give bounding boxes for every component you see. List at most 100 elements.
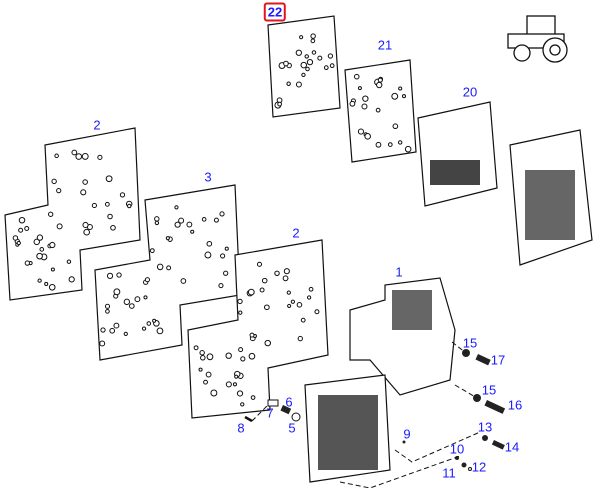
- plate-hole: [295, 81, 302, 88]
- plate-hole: [174, 205, 179, 210]
- callout-22-highlighted[interactable]: 22: [263, 2, 287, 22]
- plate-hole: [106, 272, 114, 280]
- plate-hole: [193, 345, 199, 351]
- callout-15-lower[interactable]: 15: [481, 382, 497, 398]
- plate-hole: [152, 318, 157, 323]
- plate-holes: [274, 33, 335, 109]
- plate-hole: [376, 81, 383, 89]
- plate-hole: [104, 303, 111, 309]
- plate-hole: [80, 189, 87, 196]
- plate-hole: [404, 145, 412, 153]
- plate-hole: [361, 103, 368, 110]
- plate-hole: [300, 317, 306, 323]
- plate-hole: [174, 221, 181, 228]
- plate-hole: [116, 272, 122, 278]
- plate-hole: [232, 382, 237, 387]
- callout-16[interactable]: 16: [507, 397, 523, 413]
- plate-hole: [357, 128, 365, 135]
- plate-hole: [206, 353, 214, 361]
- callout-14[interactable]: 14: [504, 439, 520, 455]
- callout-13[interactable]: 13: [477, 419, 493, 435]
- plate-holes: [12, 216, 75, 291]
- plate-hole: [203, 379, 208, 385]
- plate-hole: [398, 86, 403, 91]
- plate-hole: [224, 246, 229, 251]
- plate-hole: [39, 247, 45, 252]
- plate-hole: [219, 211, 225, 217]
- plate-hole: [51, 178, 57, 185]
- plate-hole: [113, 322, 120, 329]
- tractor-icon: [507, 15, 568, 63]
- callout-12[interactable]: 12: [471, 459, 487, 475]
- callout-21[interactable]: 21: [377, 37, 393, 53]
- plate-hole: [154, 216, 160, 222]
- callout-10[interactable]: 10: [449, 441, 465, 457]
- plate-holes: [47, 149, 133, 236]
- callout-20[interactable]: 20: [462, 84, 478, 100]
- plate-hole: [397, 140, 403, 145]
- callout-5[interactable]: 5: [288, 420, 296, 436]
- plate-hole: [205, 371, 212, 378]
- plate-hole: [123, 298, 131, 306]
- plate-hole: [263, 304, 270, 311]
- plate-hole: [113, 288, 121, 296]
- callout-7[interactable]: 7: [266, 405, 274, 421]
- plate-hole: [327, 53, 334, 59]
- callout-1[interactable]: 1: [395, 264, 403, 280]
- plate-hole: [310, 38, 316, 44]
- callout-2-left[interactable]: 2: [93, 117, 101, 133]
- plate-hole: [83, 228, 91, 236]
- plate-hole: [234, 374, 239, 379]
- plate-hole: [323, 65, 329, 71]
- plate-hole: [317, 55, 323, 61]
- plate-hole: [305, 66, 310, 72]
- plate-hole: [206, 240, 213, 247]
- plate-hole: [186, 221, 193, 228]
- plate-hole: [18, 216, 26, 224]
- plate-hole: [24, 226, 30, 232]
- plate-hole: [213, 217, 219, 223]
- callout-9[interactable]: 9: [403, 426, 411, 442]
- plate-hole: [306, 59, 314, 66]
- plate-hole: [329, 63, 335, 69]
- plate-hole: [154, 220, 160, 226]
- plate-hole: [128, 303, 135, 309]
- callout-2-right[interactable]: 2: [292, 225, 300, 241]
- plate-hole: [127, 203, 132, 209]
- plate-hole: [401, 94, 407, 99]
- plate-hole: [362, 95, 369, 102]
- plate-hole: [16, 240, 21, 246]
- plate-hole: [24, 260, 30, 266]
- plate-hole: [290, 299, 296, 304]
- plate-hole: [198, 367, 203, 372]
- plate-hole: [178, 217, 185, 224]
- callout-3[interactable]: 3: [204, 169, 212, 185]
- plate-hole: [248, 352, 256, 360]
- callout-8[interactable]: 8: [237, 420, 245, 436]
- plate-hole: [97, 154, 103, 160]
- plate-hole: [220, 253, 226, 259]
- callout-15-upper[interactable]: 15: [462, 335, 478, 351]
- plate-hole: [247, 288, 255, 296]
- plate-hole: [134, 296, 141, 303]
- plate-hole: [283, 268, 290, 275]
- plate-hole: [274, 270, 280, 277]
- callout-6[interactable]: 6: [285, 394, 293, 410]
- plate-hole: [375, 141, 382, 148]
- plate-hole: [49, 241, 56, 249]
- plate-hole: [256, 261, 263, 267]
- plate-hole: [353, 73, 360, 80]
- callout-11[interactable]: 11: [442, 465, 456, 481]
- plate-hole: [143, 295, 148, 300]
- plate-hole: [156, 263, 164, 271]
- plate-hole: [82, 221, 89, 229]
- plate-hole: [349, 100, 356, 107]
- plate-hole: [308, 286, 314, 292]
- plate-hole: [105, 309, 110, 314]
- plate-hole: [200, 355, 206, 361]
- callout-17[interactable]: 17: [490, 352, 506, 368]
- plate-hole: [166, 265, 172, 271]
- plate-hole: [282, 275, 289, 282]
- plate-hole: [210, 389, 218, 397]
